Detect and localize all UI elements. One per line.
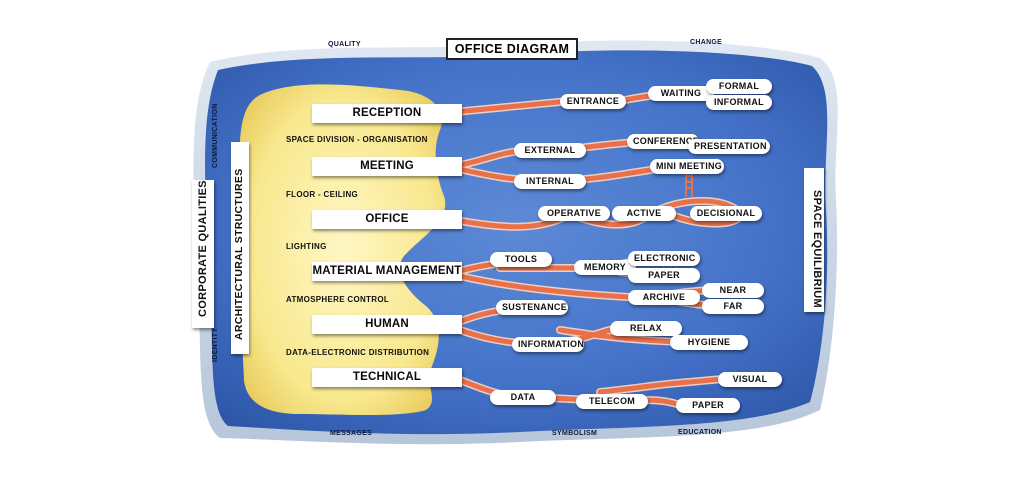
label-mini-meeting: MINI MEETING: [650, 159, 724, 174]
label-relax: RELAX: [610, 321, 682, 336]
architectural-structures-panel: [231, 142, 249, 354]
corporate-qualities-panel: [192, 180, 214, 328]
label-memory: MEMORY: [574, 260, 636, 275]
label-paper-technical: PAPER: [676, 398, 740, 413]
side-label-space-division: SPACE DIVISION - ORGANISATION: [286, 135, 428, 144]
edge-label-messages: MESSAGES: [330, 430, 373, 437]
label-visual: VISUAL: [718, 372, 782, 387]
label-sustenance: SUSTENANCE: [496, 300, 568, 315]
edge-label-communication: COMMUNICATION: [212, 103, 219, 168]
node-office: OFFICE: [312, 210, 462, 229]
edge-label-education: EDUCATION: [678, 429, 722, 436]
edge-label-quality: QUALITY: [328, 41, 361, 48]
architectural-structures-label: ARCHITECTURAL STRUCTURES: [233, 168, 245, 340]
diagram-title: OFFICE DIAGRAM: [446, 38, 578, 60]
side-label-data-distribution: DATA-ELECTRONIC DISTRIBUTION: [286, 348, 430, 357]
node-material-management: MATERIAL MANAGEMENT: [312, 262, 462, 281]
edge-label-symbolism: SYMBOLISM: [552, 430, 598, 437]
label-waiting: WAITING: [648, 86, 714, 101]
space-equilibrium-label: SPACE EQUILIBRIUM: [811, 190, 823, 308]
label-paper-material: PAPER: [628, 268, 700, 283]
label-data: DATA: [490, 390, 556, 405]
edge-label-change: CHANGE: [690, 39, 723, 46]
label-conference: CONFERENCE: [627, 134, 699, 149]
side-label-atmosphere-control: ATMOSPHERE CONTROL: [286, 295, 390, 304]
label-internal: INTERNAL: [514, 174, 586, 189]
corporate-qualities-label: CORPORATE QUALITIES: [197, 180, 209, 317]
label-presentation: PRESENTATION: [688, 139, 770, 154]
label-informal: INFORMAL: [706, 95, 772, 110]
node-meeting: MEETING: [312, 157, 462, 176]
label-tools: TOOLS: [490, 252, 552, 267]
label-hygiene: HYGIENE: [670, 335, 748, 350]
label-entrance: ENTRANCE: [560, 94, 626, 109]
label-archive: ARCHIVE: [628, 290, 700, 305]
node-technical: TECHNICAL: [312, 368, 462, 387]
node-human: HUMAN: [312, 315, 462, 334]
space-equilibrium-panel: [804, 168, 824, 312]
node-reception: RECEPTION: [312, 104, 462, 123]
side-label-floor-ceiling: FLOOR - CEILING: [286, 190, 359, 199]
label-information: INFORMATION: [512, 337, 584, 352]
label-telecom: TELECOM: [576, 394, 648, 409]
label-operative: OPERATIVE: [538, 206, 610, 221]
side-label-lighting: LIGHTING: [286, 242, 327, 251]
label-external: EXTERNAL: [514, 143, 586, 158]
label-near: NEAR: [702, 283, 764, 298]
edge-label-identity: IDENTITY: [212, 327, 219, 362]
label-electronic: ELECTRONIC: [628, 251, 700, 266]
label-decisional: DECISIONAL: [690, 206, 762, 221]
label-formal: FORMAL: [706, 79, 772, 94]
label-active: ACTIVE: [612, 206, 676, 221]
label-far: FAR: [702, 299, 764, 314]
